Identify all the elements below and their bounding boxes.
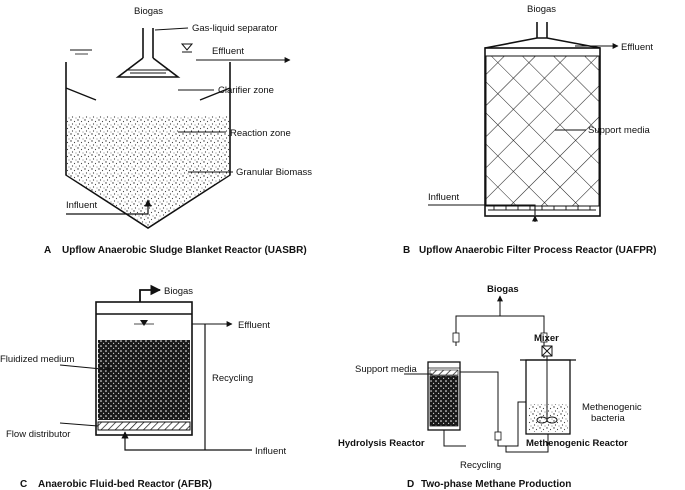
panel-d-recycling-label: Recycling [460,460,501,471]
two-phase-recycling-line [443,436,466,447]
influent-arrow [66,199,152,215]
transfer-line [460,371,512,447]
fluidized-medium-label: Fluidized medium [0,354,75,365]
flow-distributor-label: Flow distributor [6,429,70,440]
uasbr-level-marker-icon [180,43,194,51]
panel-a-uasbr: Biogas Gas-liquid separator Effluent Cla… [44,6,312,256]
methenogenic-bacteria-label-1: Methenogenic [582,402,642,413]
flow-distributor [97,421,191,431]
reaction-zone-label: Reaction zone [230,128,291,139]
uasbr-deflector-left [65,87,97,101]
hydrolysis-support-media [429,375,459,427]
panel-b-uafpr: Biogas Effluent Support media Influent B… [403,4,656,256]
methenogenic-bacteria-label-2: bacteria [591,413,626,424]
panel-a-influent-label: Influent [66,200,98,211]
panel-c-letter: C [20,479,27,490]
panel-b-effluent-label: Effluent [621,42,653,53]
uasbr-reaction-zone [67,116,229,226]
panel-b-letter: B [403,245,410,256]
hydrolysis-reactor-label: Hydrolysis Reactor [338,438,425,449]
panel-c-afbr: Biogas Effluent Fluidized medium Recycli… [0,284,287,490]
uafpr-support-media [485,55,600,207]
afbr-influent-line [121,431,252,451]
panel-c-effluent-label: Effluent [238,320,270,331]
fluidized-medium [98,340,190,420]
uasbr-vessel [65,62,231,229]
clarifier-zone-label: Clarifier zone [218,85,274,96]
gas-liquid-separator-label: Gas-liquid separator [192,23,278,34]
panel-d-support-media-label: Support media [355,364,418,375]
panel-a-caption: Upflow Anaerobic Sludge Blanket Reactor … [62,245,307,256]
panel-b-biogas-label: Biogas [527,4,556,15]
panel-d-two-phase: Biogas Mixer Support media Methenogenic … [338,284,642,490]
panel-d-caption: Two-phase Methane Production [421,479,571,490]
panel-d-letter: D [407,479,414,490]
panel-c-caption: Anaerobic Fluid-bed Reactor (AFBR) [38,479,212,490]
panel-a-effluent-label: Effluent [212,46,244,57]
recycling-label: Recycling [212,373,253,384]
two-phase-biogas-line [455,315,545,358]
panel-a-letter: A [44,245,51,256]
uasbr-deflector-right [199,87,231,101]
panel-c-biogas-label: Biogas [164,286,193,297]
uafpr-distributor-nozzles [493,206,591,210]
afbr-level-marker-icon [140,320,148,326]
support-media-label: Support media [588,125,651,136]
afbr-biogas-arrow [139,284,162,302]
uafpr-influent-line [428,204,536,215]
panel-b-caption: Upflow Anaerobic Filter Process Reactor … [419,245,656,256]
methenogenic-reactor-label: Methenogenic Reactor [526,438,628,449]
uafpr-hood [484,37,601,49]
panel-c-influent-label: Influent [255,446,287,457]
panel-d-biogas-label: Biogas [487,284,519,295]
panel-b-influent-label: Influent [428,192,460,203]
panel-a-biogas-label: Biogas [134,6,163,17]
granular-biomass-label: Granular Biomass [236,167,312,178]
mixer-label: Mixer [534,333,559,344]
